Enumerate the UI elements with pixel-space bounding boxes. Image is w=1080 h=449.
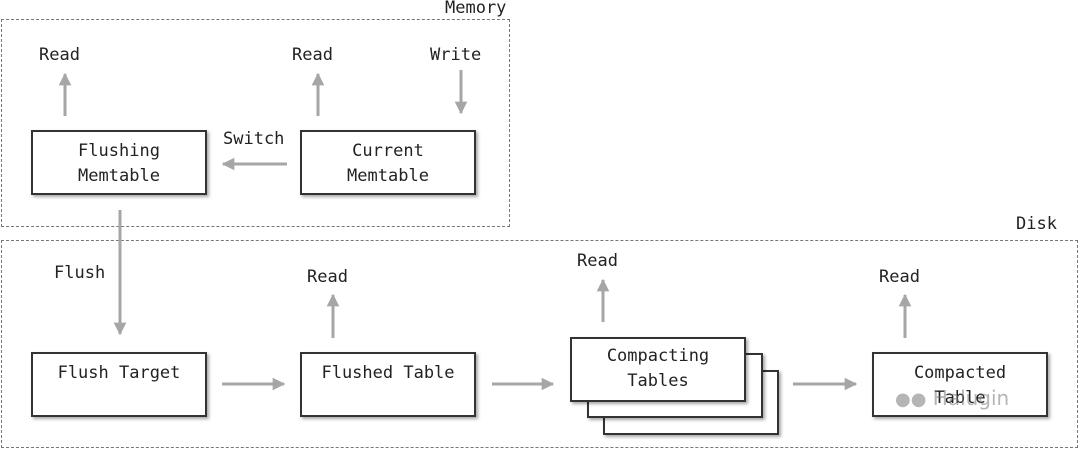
flushing-memtable-line1: Flushing	[78, 141, 160, 161]
switch-label: Switch	[223, 129, 285, 149]
flushing-memtable-line2: Memtable	[78, 166, 160, 186]
memory-region-label: Memory	[445, 0, 507, 18]
watermark: ●● Halugin	[895, 386, 1009, 410]
flushing-memtable-box: Flushing Memtable	[31, 130, 207, 195]
wechat-icon: ●●	[895, 389, 927, 410]
disk-region-label: Disk	[1016, 214, 1057, 234]
watermark-text: Halugin	[932, 386, 1010, 410]
flush-label: Flush	[54, 263, 106, 283]
memory-region	[1, 19, 510, 227]
read-label-compacting-tables: Read	[577, 251, 618, 271]
write-label: Write	[430, 45, 482, 65]
flush-target-box: Flush Target	[31, 352, 207, 417]
compacting-tables-line1: Compacting	[606, 346, 710, 366]
current-memtable-box: Current Memtable	[300, 130, 476, 195]
compacted-table-line2: Table	[934, 388, 986, 408]
compacted-table-box: Compacted Table	[872, 352, 1048, 417]
current-memtable-line2: Memtable	[347, 166, 429, 186]
current-memtable-line1: Current	[352, 141, 424, 161]
disk-region	[1, 240, 1078, 448]
read-label-compacted-table: Read	[879, 267, 920, 287]
flushed-table-box: Flushed Table	[300, 352, 476, 417]
compacting-tables-box: Compacting Tables	[570, 337, 746, 402]
flushed-table-label: Flushed Table	[321, 363, 455, 383]
read-label-flushed-table: Read	[307, 267, 348, 287]
compacted-table-line1: Compacted	[913, 363, 1007, 383]
read-label-current: Read	[292, 45, 333, 65]
read-label-flushing: Read	[39, 45, 80, 65]
compacting-tables-line2: Tables	[627, 371, 689, 391]
flush-target-label: Flush Target	[57, 363, 181, 383]
